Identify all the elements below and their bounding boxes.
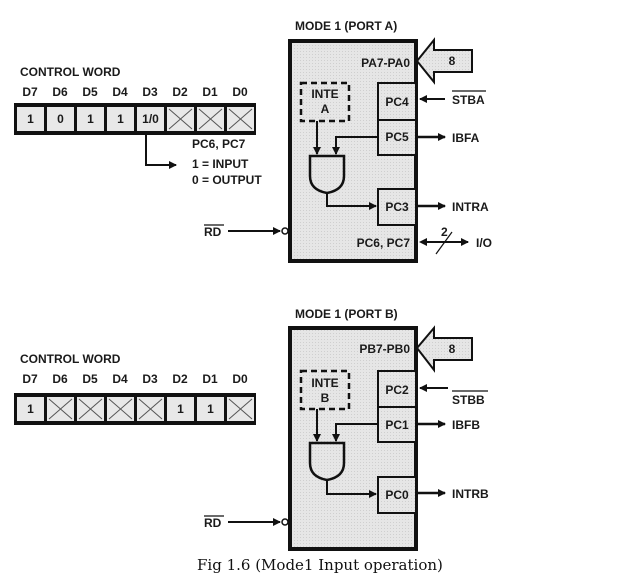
bit-value: 0 <box>57 112 64 126</box>
bit-value: 1 <box>27 402 34 416</box>
control-word-b: D7 1 D6 D5 D4 D3 D2 1 D1 1 D0 <box>14 372 256 425</box>
dont-care-icon <box>108 398 133 420</box>
signal-intrb: INTRB <box>452 487 489 501</box>
rd-inversion-bubble <box>281 518 289 526</box>
bit-label: D2 <box>172 85 188 99</box>
d3-note-output: 0 = OUTPUT <box>192 173 262 187</box>
dont-care-icon <box>228 398 253 420</box>
bit-value: 1 <box>207 402 214 416</box>
bit-cell <box>17 397 44 421</box>
bit-value: 1/0 <box>142 112 159 126</box>
and-gate-b <box>308 441 346 482</box>
pin-pc6-pc7: PC6, PC7 <box>357 236 411 250</box>
pin-pc1: PC1 <box>385 418 409 432</box>
inte-b-flipflop <box>299 369 351 411</box>
signal-stba: STBA <box>452 93 485 107</box>
bit-cell <box>107 107 134 131</box>
dont-care-icon <box>198 108 223 130</box>
bit-cell <box>167 397 194 421</box>
d3-note-pins: PC6, PC7 <box>192 137 246 151</box>
bit-cell <box>137 107 164 131</box>
control-word-label: CONTROL WORD <box>20 65 121 79</box>
control-word-label: CONTROL WORD <box>20 352 121 366</box>
port-b-section: CONTROL WORD D7 1 D6 D5 D4 D3 D2 1 D1 1 D0 MODE 1 … <box>14 307 489 551</box>
inte-b-label: INTE <box>311 376 338 390</box>
bus-arrow-icon <box>415 37 473 85</box>
dont-care-icon <box>48 398 73 420</box>
port-b-title: MODE 1 (PORT B) <box>295 307 398 321</box>
pin-pc4: PC4 <box>385 95 409 109</box>
control-word-a: D7 1 D6 0 D5 1 D4 1 D3 1/0 D2 D1 D0 <box>14 85 256 135</box>
pc0-box <box>377 476 417 514</box>
bit-label: D5 <box>82 372 98 386</box>
port-b-bus-width: 8 <box>449 342 456 356</box>
signal-rd-b: RD <box>204 516 222 530</box>
bit-label: D1 <box>202 85 218 99</box>
port-b-bus-label: PB7-PB0 <box>359 342 410 356</box>
signal-ibfb: IBFB <box>452 418 480 432</box>
bit-value: 1 <box>177 402 184 416</box>
bit-cell <box>17 107 44 131</box>
dont-care-icon <box>138 398 163 420</box>
signal-io: I/O <box>476 236 492 250</box>
d3-arrow <box>145 135 177 169</box>
bit-label: D3 <box>142 372 158 386</box>
bit-label: D7 <box>22 85 38 99</box>
port-a-title: MODE 1 (PORT A) <box>295 19 397 33</box>
inte-a-flipflop <box>299 81 351 123</box>
bit-label: D4 <box>112 372 128 386</box>
signal-rd-a: RD <box>204 225 222 239</box>
port-a-section: CONTROL WORD D7 1 D6 0 D5 1 D4 1 D3 1/0 D2 D1 D0 PC6… <box>14 19 492 263</box>
d3-note-input: 1 = INPUT <box>192 157 249 171</box>
signal-stbb: STBB <box>452 393 485 407</box>
inte-b-sub: B <box>321 391 330 405</box>
rd-inversion-bubble <box>281 227 289 235</box>
bit-label: D4 <box>112 85 128 99</box>
bit-value: 1 <box>117 112 124 126</box>
bit-cell <box>47 107 74 131</box>
bit-label: D5 <box>82 85 98 99</box>
pin-pc2: PC2 <box>385 383 409 397</box>
bit-label: D6 <box>52 85 68 99</box>
bit-label: D2 <box>172 372 188 386</box>
figure-caption: Fig 1.6 (Mode1 Input operation) <box>197 556 443 574</box>
bit-label: D1 <box>202 372 218 386</box>
bit-label: D3 <box>142 85 158 99</box>
pin-pc3: PC3 <box>385 200 409 214</box>
bit-label: D0 <box>232 85 248 99</box>
dont-care-icon <box>168 108 193 130</box>
pc3-box <box>377 188 417 226</box>
bit-value: 1 <box>87 112 94 126</box>
signal-intra: INTRA <box>452 200 489 214</box>
bit-label: D0 <box>232 372 248 386</box>
bus-arrow-icon <box>415 325 473 373</box>
pin-pc5: PC5 <box>385 130 409 144</box>
inte-a-sub: A <box>321 102 330 116</box>
inte-a-label: INTE <box>311 87 338 101</box>
pin-pc0: PC0 <box>385 488 409 502</box>
port-a-bus-label: PA7-PA0 <box>361 56 410 70</box>
port-a-bus-width: 8 <box>449 54 456 68</box>
bit-cell <box>197 397 224 421</box>
io-bus-width: 2 <box>441 225 448 239</box>
bit-label: D6 <box>52 372 68 386</box>
bit-cell <box>77 107 104 131</box>
dont-care-icon <box>78 398 103 420</box>
dont-care-icon <box>228 108 253 130</box>
bit-value: 1 <box>27 112 34 126</box>
bit-label: D7 <box>22 372 38 386</box>
signal-ibfa: IBFA <box>452 131 480 145</box>
and-gate-a <box>308 154 346 195</box>
